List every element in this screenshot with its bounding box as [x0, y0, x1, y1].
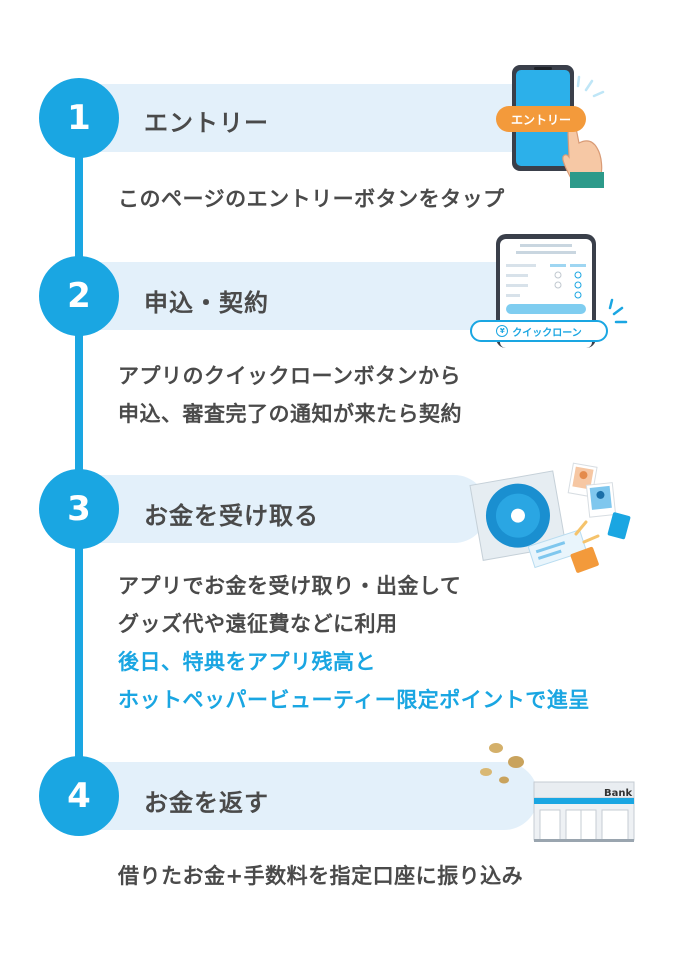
step-2-number-badge: 2 — [39, 256, 119, 336]
timeline-line — [75, 125, 83, 805]
step-3-benefit-line: 後日、特典をアプリ残高と — [118, 650, 376, 674]
bank-sign: Bank — [604, 788, 633, 799]
step-3-description: アプリでお金を受け取り・出金して グッズ代や遠征費などに利用 後日、特典をアプリ… — [118, 567, 590, 719]
quickloan-icon: ¥ — [496, 325, 509, 337]
step-2-title-band — [78, 262, 558, 330]
step-3-desc-line: アプリでお金を受け取り・出金して — [118, 574, 462, 598]
step-3-desc-line: グッズ代や遠征費などに利用 — [118, 612, 398, 636]
step-4-description: 借りたお金+手数料を指定口座に振り込み — [118, 857, 523, 895]
step-4-title-band — [78, 762, 538, 830]
step-3-number-badge: 3 — [39, 469, 119, 549]
bank-illustration: Bank — [474, 740, 636, 844]
entry-button-graphic: エントリー — [496, 106, 586, 132]
quickloan-label: クイックローン — [512, 327, 582, 339]
step-3-title: お金を受け取る — [144, 502, 319, 530]
goods-illustration — [466, 458, 636, 586]
step-2-desc-line: アプリのクイックローンボタンから — [118, 364, 461, 388]
phone-tap-illustration: エントリー — [490, 62, 620, 188]
step-1-number-badge: 1 — [39, 78, 119, 158]
quickloan-button-graphic: ¥ クイックローン — [470, 320, 608, 342]
step-4-number-badge: 4 — [39, 756, 119, 836]
step-4-title: お金を返す — [144, 789, 269, 817]
step-3-title-band — [78, 475, 488, 543]
step-1-title: エントリー — [144, 109, 269, 137]
step-4-desc-line: 借りたお金+手数料を指定口座に振り込み — [118, 864, 524, 888]
cd-and-tickets-icon — [469, 462, 631, 573]
bank-building-icon — [480, 743, 635, 842]
step-2-desc-line: 申込、審査完了の通知が来たら契約 — [118, 402, 462, 426]
app-screen-icon — [496, 234, 628, 348]
step-3-benefit-line: ホットペッパービューティー限定ポイントで進呈 — [118, 688, 590, 712]
step-1-description: このページのエントリーボタンをタップ — [118, 180, 505, 218]
step-1-title-band — [78, 84, 558, 152]
step-2-title: 申込・契約 — [144, 289, 269, 317]
step-1-desc-line: このページのエントリーボタンをタップ — [118, 187, 505, 211]
app-screen-illustration: ¥ クイックローン — [466, 230, 636, 348]
step-2-description: アプリのクイックローンボタンから 申込、審査完了の通知が来たら契約 — [118, 357, 462, 433]
